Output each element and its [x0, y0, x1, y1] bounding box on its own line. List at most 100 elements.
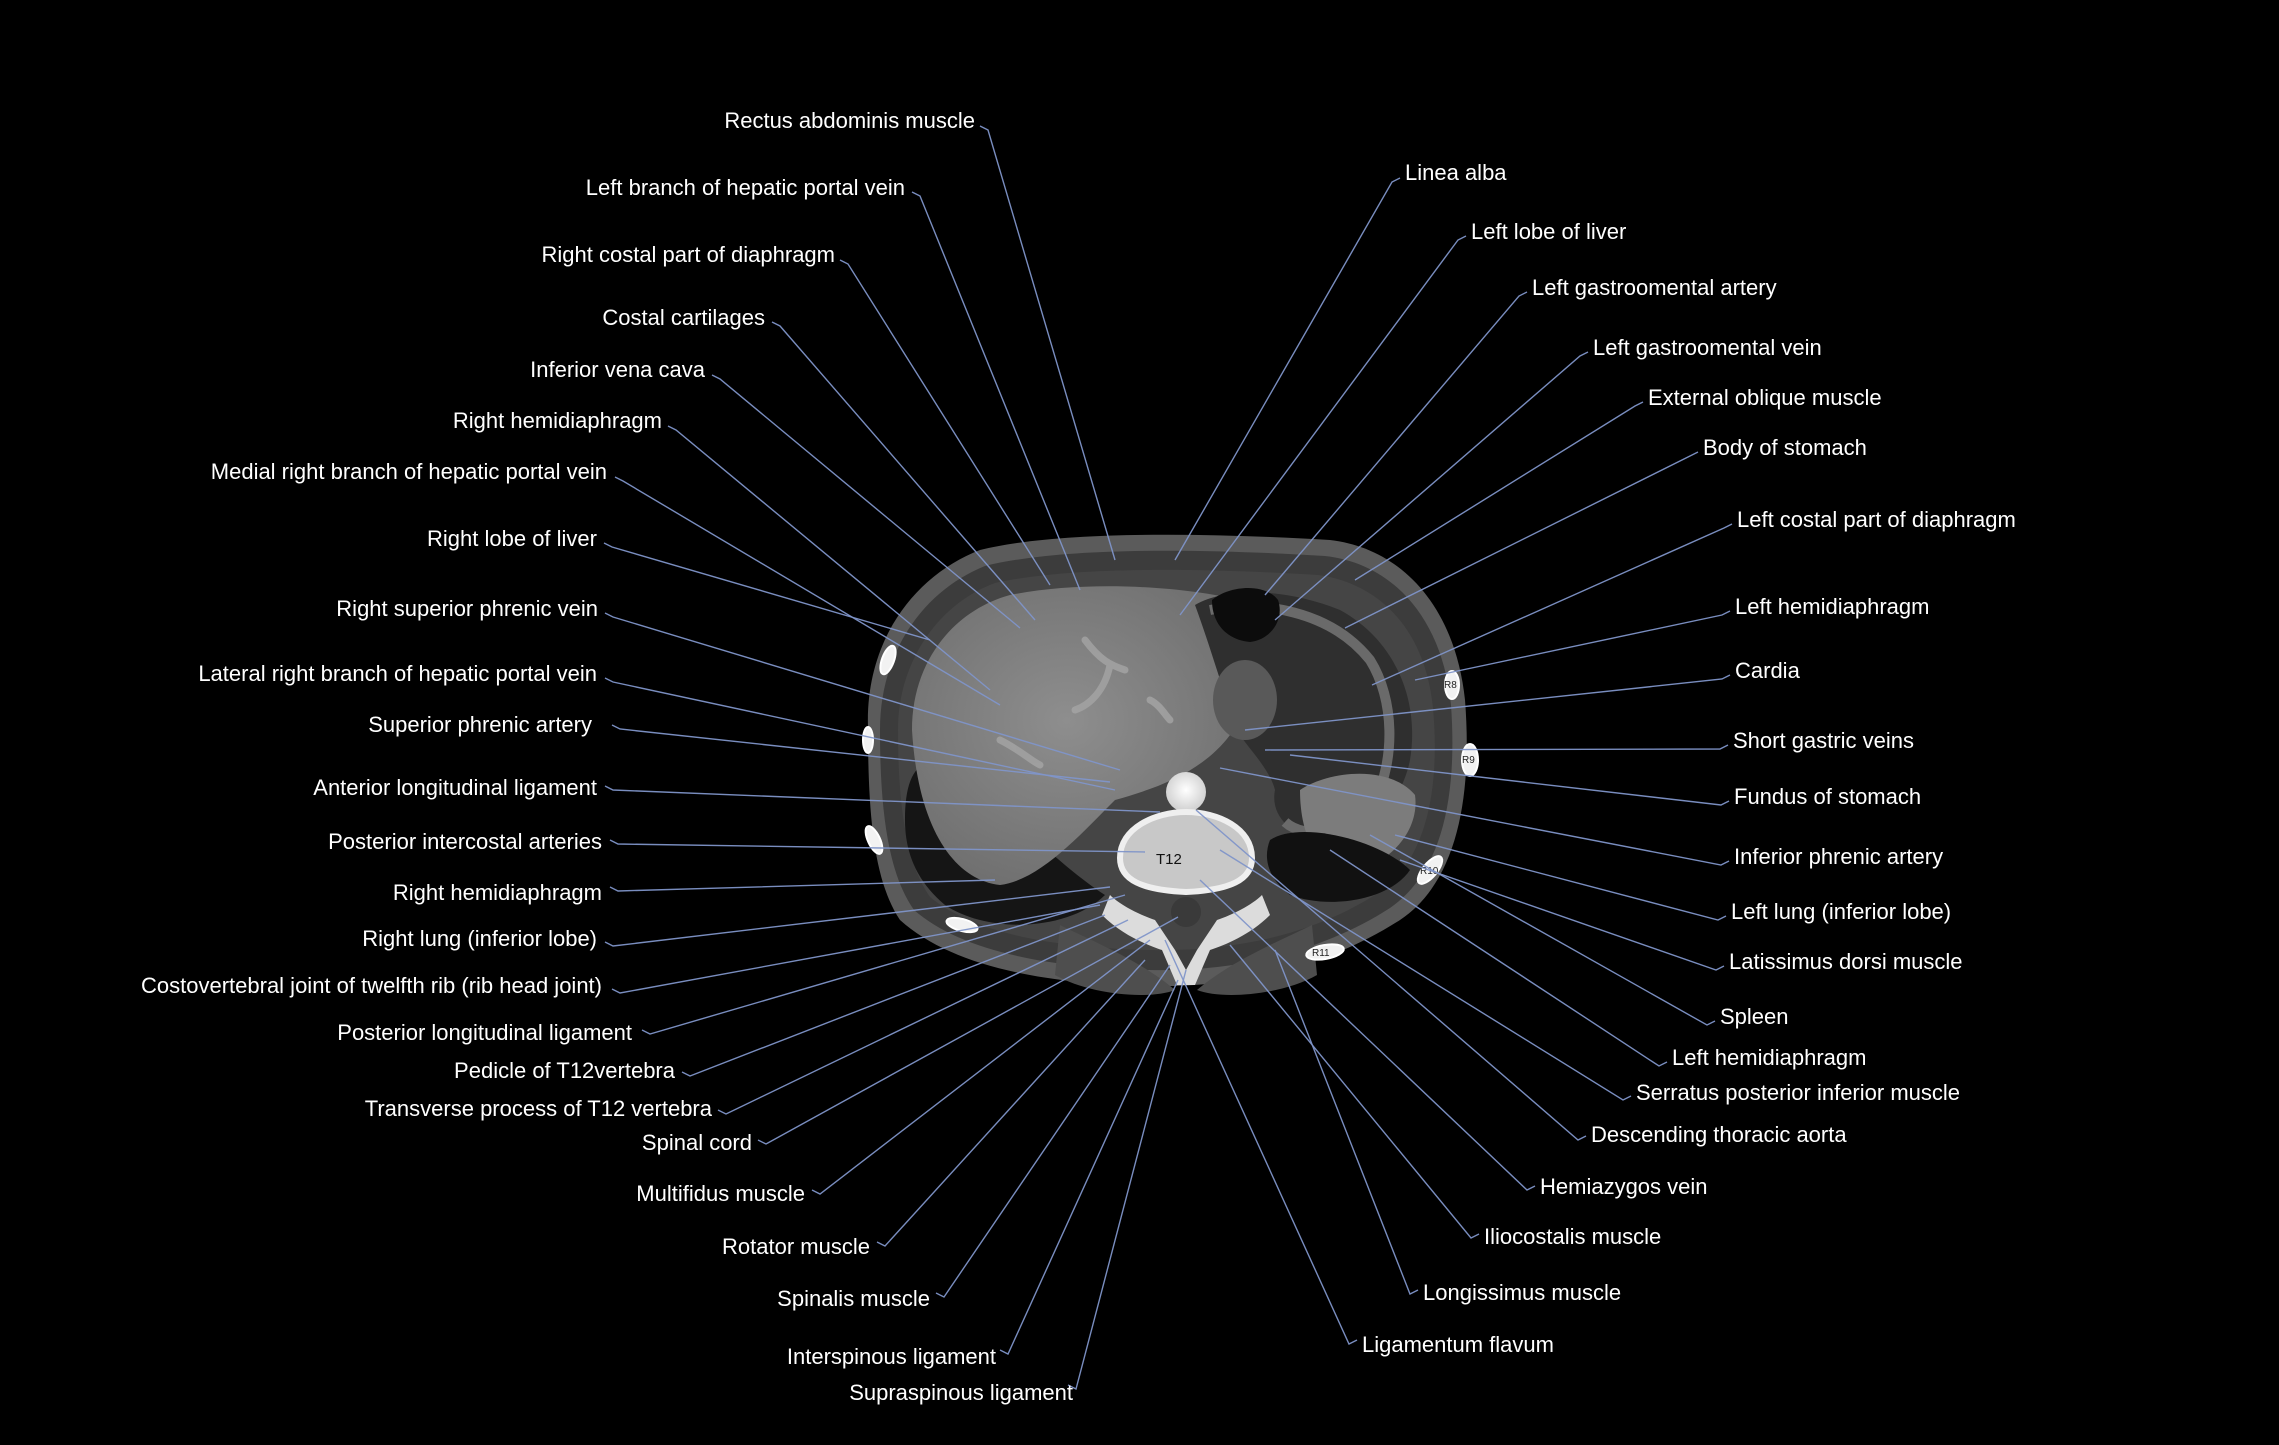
- label-left-gastroomental-artery: Left gastroomental artery: [1532, 275, 1777, 300]
- label-right-superior-phrenic-vein: Right superior phrenic vein: [336, 596, 598, 621]
- label-spinal-cord: Spinal cord: [642, 1130, 752, 1155]
- leader-line-left-lobe-of-liver: [1179, 235, 1467, 616]
- ct-axial-slice-image: T12 R8 R9 R10 R11: [862, 534, 1479, 995]
- label-latissimus-dorsi-muscle: Latissimus dorsi muscle: [1729, 949, 1963, 974]
- leader-line-body-of-stomach: [1344, 451, 1699, 629]
- label-posterior-intercostal-arteries: Posterior intercostal arteries: [328, 829, 602, 854]
- label-hemiazygos-vein: Hemiazygos vein: [1540, 1174, 1708, 1199]
- label-inferior-vena-cava: Inferior vena cava: [530, 357, 706, 382]
- leader-line-hemiazygos-vein: [1199, 879, 1536, 1191]
- label-rectus-abdominis-muscle: Rectus abdominis muscle: [724, 108, 975, 133]
- rib-number-labels: R8 R9 R10 R11: [1312, 680, 1475, 959]
- rib-right-3: [864, 825, 884, 855]
- vertebral-arch: [1102, 895, 1270, 985]
- label-right-lobe-of-liver: Right lobe of liver: [427, 526, 597, 551]
- leader-line-right-superior-phrenic-vein: [604, 612, 1121, 771]
- hepatic-portal-vein-branches: [996, 636, 1174, 769]
- liver: [912, 586, 1256, 885]
- rib-label-r9: R9: [1462, 755, 1475, 766]
- label-left-costal-part-of-diaphragm: Left costal part of diaphragm: [1737, 507, 2016, 532]
- label-spleen: Spleen: [1720, 1004, 1789, 1029]
- rib-right-1: [879, 644, 897, 676]
- label-left-lobe-of-liver: Left lobe of liver: [1471, 219, 1626, 244]
- leader-line-inferior-vena-cava: [711, 374, 1021, 629]
- leader-line-posterior-intercostal-arteries: [609, 839, 1146, 853]
- label-inferior-phrenic-artery: Inferior phrenic artery: [1734, 844, 1943, 869]
- label-interspinous-ligament: Interspinous ligament: [787, 1344, 996, 1369]
- leader-line-costovertebral-joint-of-twelfth-rib-rib-head-joint: [611, 904, 1101, 994]
- leader-line-posterior-longitudinal-ligament: [641, 894, 1126, 1035]
- leader-line-spleen: [1369, 834, 1716, 1026]
- leader-line-lateral-right-branch-of-hepatic-portal-vein: [604, 677, 1116, 791]
- leader-lines: [603, 125, 1733, 1391]
- leader-line-left-gastroomental-artery: [1264, 291, 1528, 596]
- leader-line-medial-right-branch-of-hepatic-portal-vein: [614, 476, 1001, 706]
- label-cardia: Cardia: [1735, 658, 1801, 683]
- leader-line-interspinous-ligament: [999, 979, 1179, 1355]
- rib-label-r11: R11: [1312, 948, 1330, 959]
- label-serratus-posterior-inferior-muscle: Serratus posterior inferior muscle: [1636, 1080, 1960, 1105]
- rib-left-1: [1444, 670, 1460, 700]
- leader-line-rectus-abdominis-muscle: [979, 125, 1116, 561]
- label-posterior-longitudinal-ligament: Posterior longitudinal ligament: [337, 1020, 632, 1045]
- label-lateral-right-branch-of-hepatic-portal-vein: Lateral right branch of hepatic portal v…: [198, 661, 597, 686]
- leader-line-anterior-longitudinal-ligament: [604, 785, 1161, 813]
- label-right-costal-part-of-diaphragm: Right costal part of diaphragm: [542, 242, 836, 267]
- label-supraspinous-ligament: Supraspinous ligament: [849, 1380, 1073, 1405]
- label-fundus-of-stomach: Fundus of stomach: [1734, 784, 1921, 809]
- label-ligamentum-flavum: Ligamentum flavum: [1362, 1332, 1554, 1357]
- rib-label-r8: R8: [1444, 680, 1457, 691]
- label-rotator-muscle: Rotator muscle: [722, 1234, 870, 1259]
- leader-line-descending-thoracic-aorta: [1195, 809, 1587, 1141]
- label-right-lung-inferior-lobe: Right lung (inferior lobe): [362, 926, 597, 951]
- label-left-hemidiaphragm: Left hemidiaphragm: [1735, 594, 1929, 619]
- leader-line-serratus-posterior-inferior-muscle: [1219, 849, 1632, 1101]
- aorta: [1166, 772, 1206, 812]
- stomach-gas: [1212, 587, 1280, 642]
- leader-line-supraspinous-ligament: [1067, 969, 1187, 1391]
- leader-line-left-branch-of-hepatic-portal-vein: [911, 191, 1081, 591]
- leader-line-spinalis-muscle: [935, 964, 1171, 1298]
- leader-line-right-costal-part-of-diaphragm: [839, 259, 1051, 586]
- leader-line-linea-alba: [1174, 177, 1401, 561]
- label-costal-cartilages: Costal cartilages: [602, 305, 765, 330]
- leader-line-iliocostalis-muscle: [1229, 944, 1480, 1239]
- label-external-oblique-muscle: External oblique muscle: [1648, 385, 1882, 410]
- leader-line-spinal-cord: [757, 916, 1179, 1145]
- label-left-lung-inferior-lobe: Left lung (inferior lobe): [1731, 899, 1951, 924]
- leader-line-left-hemidiaphragm: [1329, 849, 1668, 1067]
- label-descending-thoracic-aorta: Descending thoracic aorta: [1591, 1122, 1847, 1147]
- leader-line-superior-phrenic-artery: [611, 724, 1111, 783]
- label-left-hemidiaphragm: Left hemidiaphragm: [1672, 1045, 1866, 1070]
- leader-line-latissimus-dorsi-muscle: [1399, 859, 1725, 971]
- label-transverse-process-of-t12-vertebra: Transverse process of T12 vertebra: [365, 1096, 713, 1121]
- leader-line-inferior-phrenic-artery: [1219, 767, 1730, 866]
- spinal-canal: [1171, 897, 1201, 927]
- paraspinal-muscles: [1055, 925, 1317, 995]
- leader-line-external-oblique-muscle: [1354, 401, 1644, 581]
- label-multifidus-muscle: Multifidus muscle: [636, 1181, 805, 1206]
- leader-line-left-lung-inferior-lobe: [1394, 834, 1727, 921]
- label-linea-alba: Linea alba: [1405, 160, 1507, 185]
- label-left-branch-of-hepatic-portal-vein: Left branch of hepatic portal vein: [586, 175, 905, 200]
- leader-line-pedicle-of-t12vertebra: [681, 914, 1106, 1077]
- leader-line-transverse-process-of-t12-vertebra: [717, 919, 1129, 1115]
- label-iliocostalis-muscle: Iliocostalis muscle: [1484, 1224, 1661, 1249]
- vertebra-label: T12: [1156, 851, 1182, 868]
- label-short-gastric-veins: Short gastric veins: [1733, 728, 1914, 753]
- rib-label-r10: R10: [1420, 866, 1439, 877]
- leader-line-left-costal-part-of-diaphragm: [1371, 523, 1733, 686]
- leader-line-multifidus-muscle: [811, 939, 1151, 1195]
- label-anterior-longitudinal-ligament: Anterior longitudinal ligament: [313, 775, 597, 800]
- leader-line-right-hemidiaphragm: [667, 425, 991, 691]
- leader-line-fundus-of-stomach: [1289, 754, 1730, 806]
- label-pedicle-of-t12vertebra: Pedicle of T12vertebra: [454, 1058, 676, 1083]
- leader-line-longissimus-muscle: [1274, 949, 1419, 1295]
- label-left-gastroomental-vein: Left gastroomental vein: [1593, 335, 1822, 360]
- leader-line-costal-cartilages: [771, 321, 1036, 621]
- leader-line-cardia: [1244, 674, 1731, 731]
- leader-line-right-hemidiaphragm: [609, 879, 996, 892]
- vertebral-body: [1120, 812, 1252, 892]
- label-longissimus-muscle: Longissimus muscle: [1423, 1280, 1621, 1305]
